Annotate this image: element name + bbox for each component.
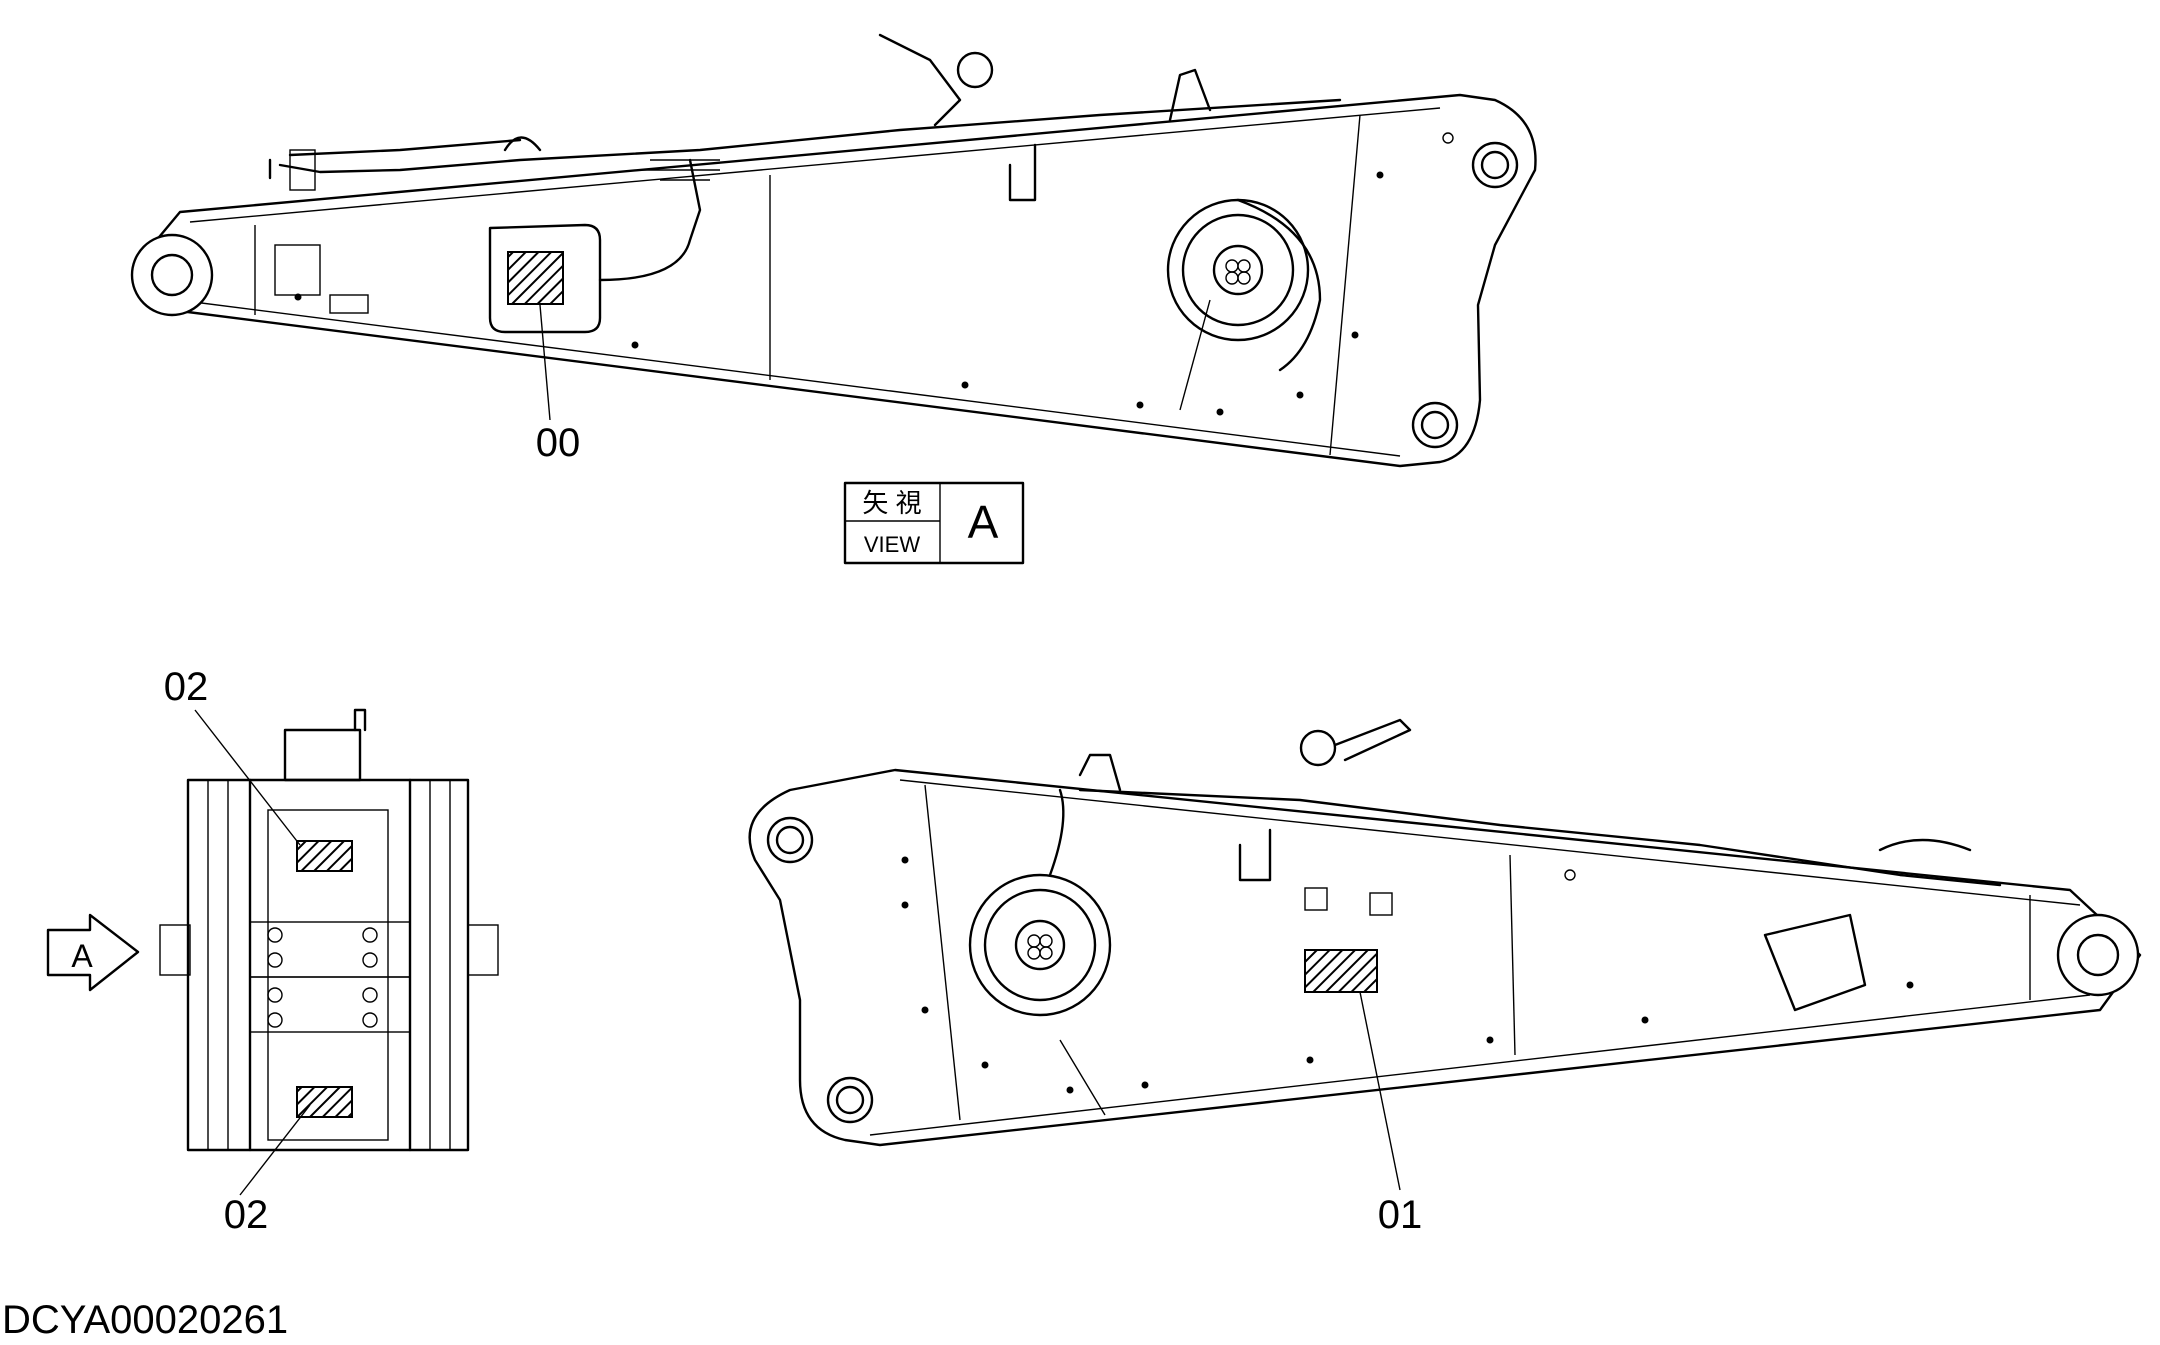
view-arrow-letter: A bbox=[71, 938, 93, 974]
end-view-a bbox=[46, 708, 499, 1196]
bottom-left-pin-lower bbox=[826, 1076, 874, 1124]
top-boom-side-view bbox=[130, 33, 1537, 468]
bottom-hatched-label bbox=[1304, 949, 1378, 993]
view-a-arrow bbox=[46, 913, 140, 992]
top-boom-outline bbox=[138, 93, 1537, 468]
top-hatched-label bbox=[507, 251, 564, 305]
bottom-boom-outline bbox=[748, 768, 2142, 1147]
top-hose-reel bbox=[1166, 198, 1310, 342]
callout-01: 01 bbox=[1378, 1193, 1423, 1237]
top-right-pin-upper bbox=[1471, 141, 1519, 189]
view-a-box bbox=[843, 481, 1025, 565]
view-box-letter: A bbox=[968, 496, 999, 548]
top-control-box bbox=[488, 223, 602, 334]
top-bracket-plate bbox=[274, 244, 321, 296]
end-view-top-bracket bbox=[283, 728, 362, 782]
bottom-right-pin bbox=[2056, 913, 2140, 997]
end-view-lower-hatched-label bbox=[296, 1086, 353, 1118]
view-box-kanji: 矢 視 bbox=[862, 488, 921, 518]
callout-02-lower: 02 bbox=[224, 1193, 269, 1237]
bottom-angle-plate bbox=[1763, 913, 1867, 1012]
end-view-upper-hatched-label bbox=[296, 840, 353, 872]
callout-02-upper: 02 bbox=[164, 665, 209, 709]
bottom-left-pin-upper bbox=[766, 816, 814, 864]
callout-00: 00 bbox=[536, 421, 581, 465]
top-right-pin-lower bbox=[1411, 401, 1459, 449]
top-left-pin bbox=[130, 233, 214, 317]
drawing-number: DCYA00020261 bbox=[2, 1298, 288, 1342]
bottom-hose-reel bbox=[968, 873, 1112, 1017]
view-box-english: VIEW bbox=[864, 532, 920, 557]
bottom-boom-side-view bbox=[748, 718, 2142, 1191]
